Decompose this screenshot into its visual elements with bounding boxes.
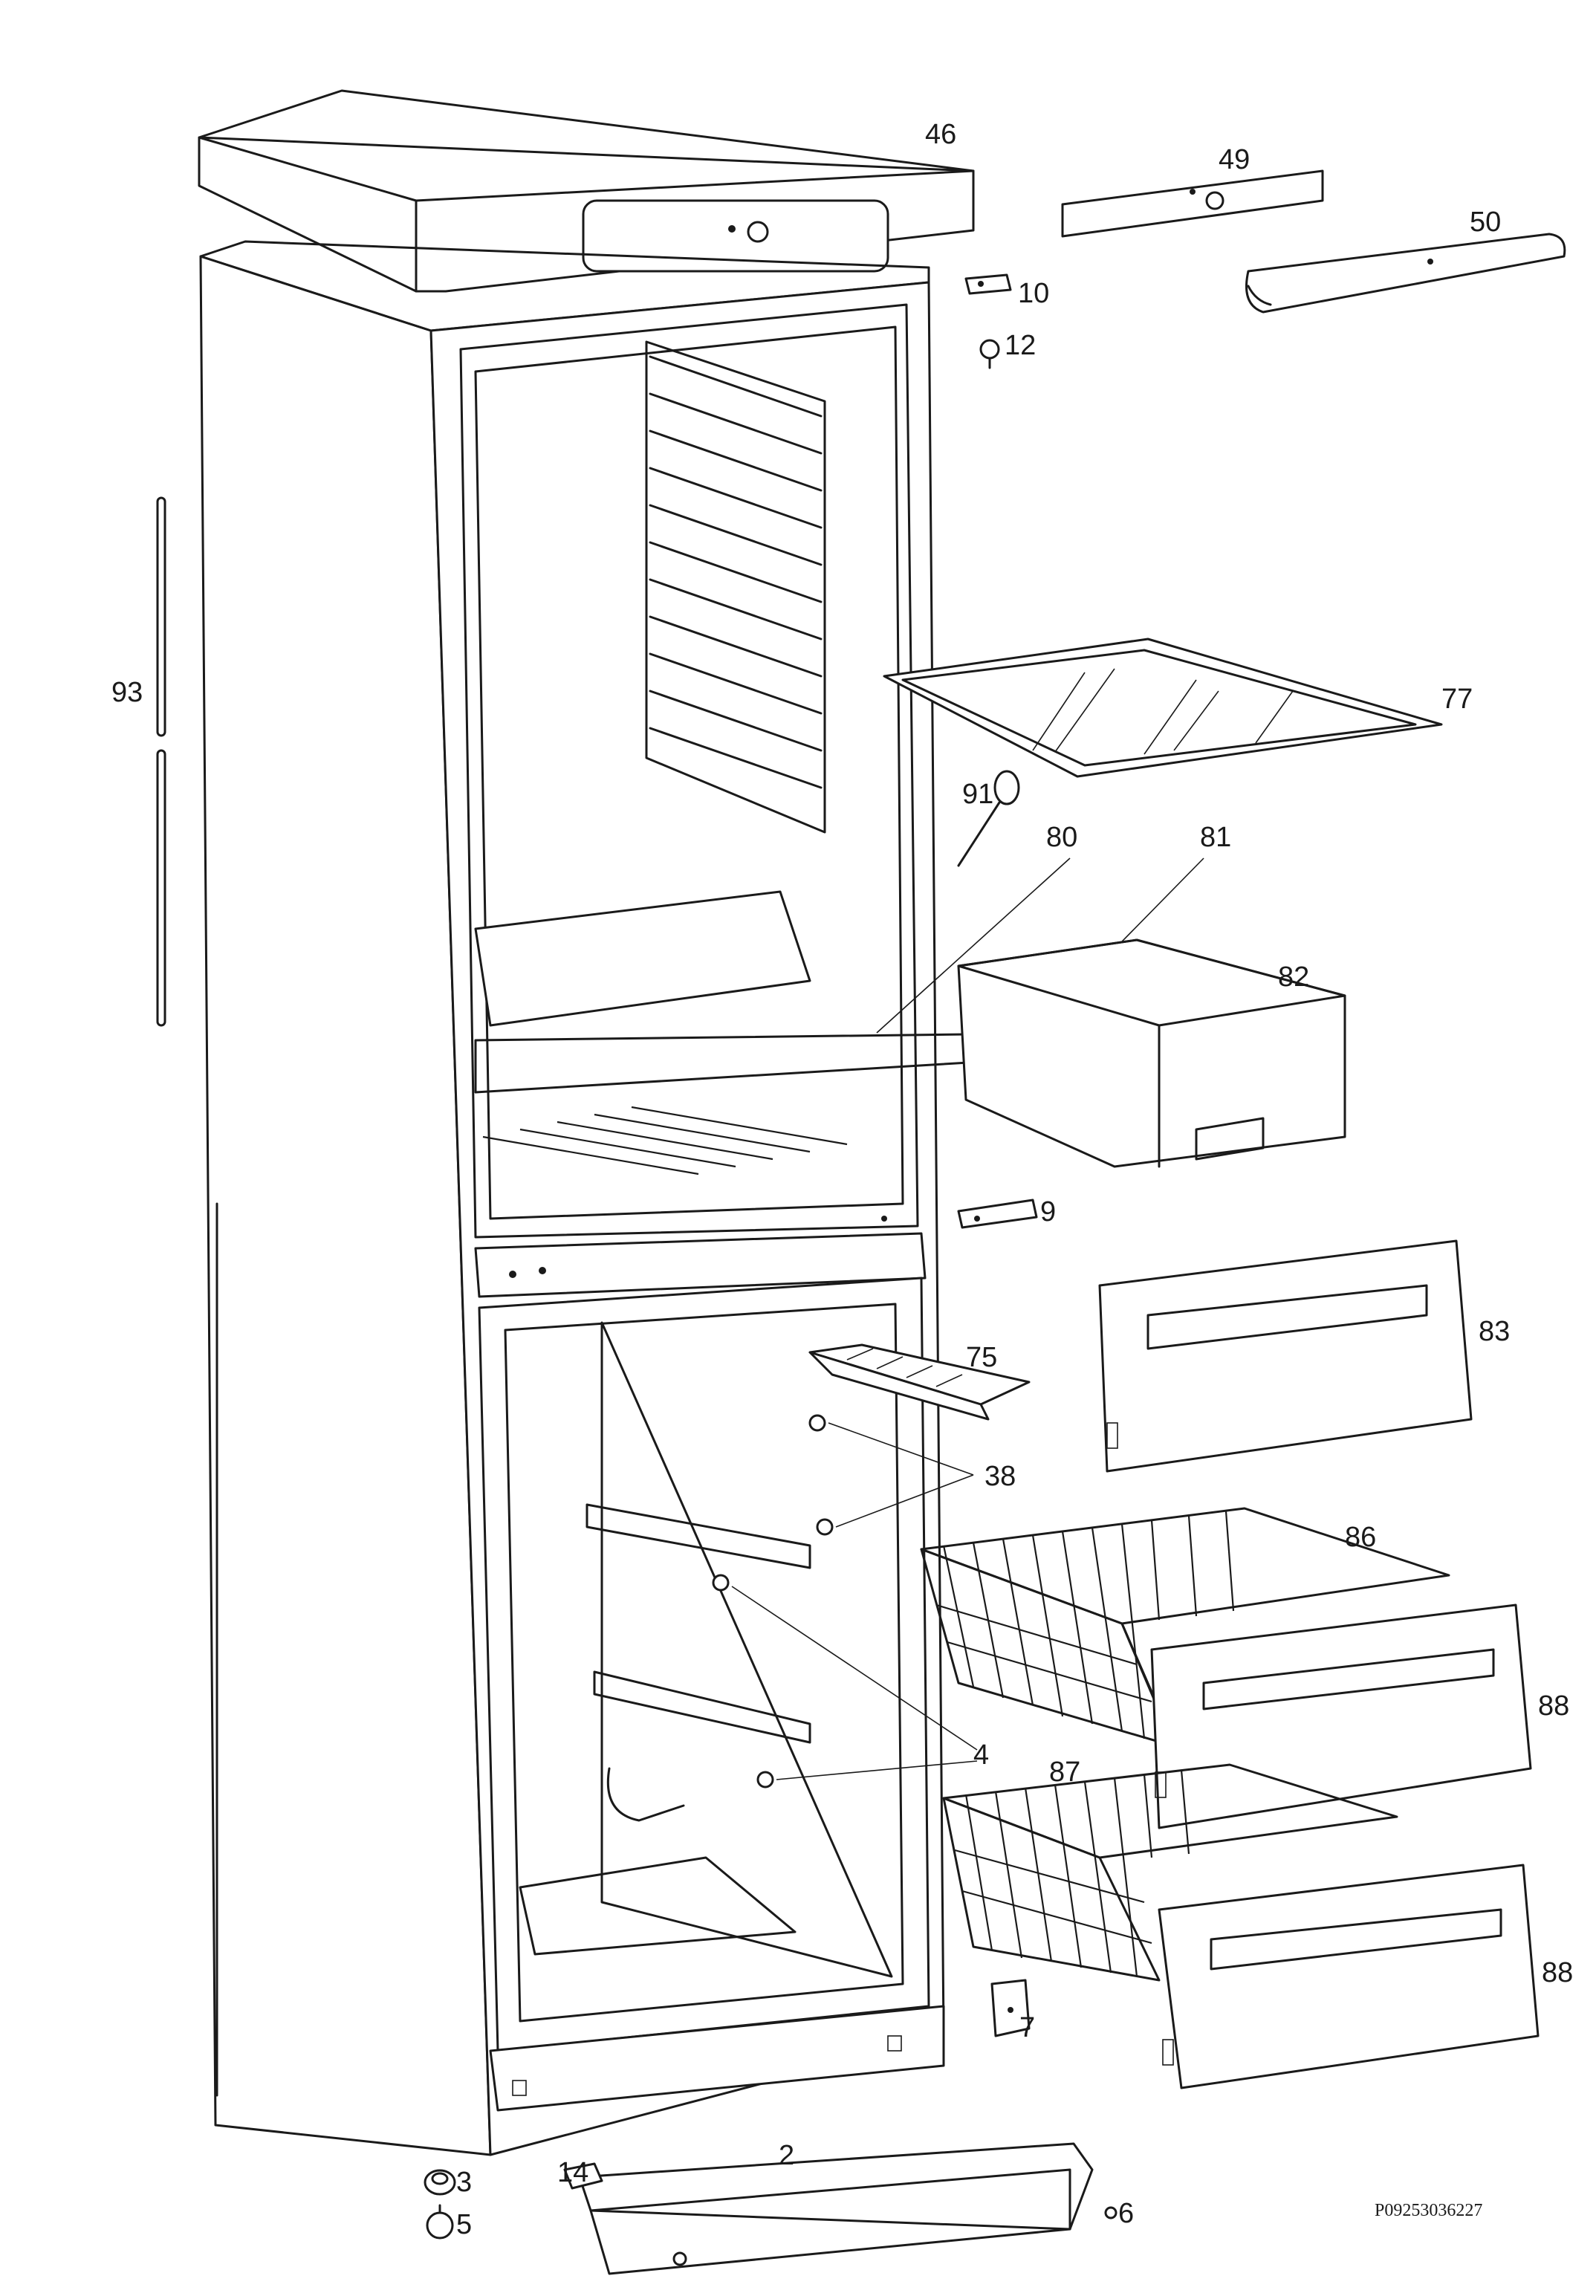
lower-freezer-basket-part bbox=[942, 1763, 1398, 1982]
part-label-87: 87 bbox=[1049, 1757, 1081, 1788]
lamp-cover-part bbox=[957, 770, 1020, 867]
part-label-38: 38 bbox=[984, 1461, 1016, 1492]
part-label-88-upper: 88 bbox=[1538, 1690, 1570, 1722]
freezer-flap-part bbox=[1098, 1239, 1473, 1473]
hinge-screw-part bbox=[979, 339, 1000, 369]
top-cover-part bbox=[198, 89, 975, 293]
part-label-83: 83 bbox=[1479, 1316, 1511, 1347]
lower-basket-front-part bbox=[1158, 1864, 1540, 2089]
part-label-3: 3 bbox=[456, 2167, 473, 2198]
bottom-bracket-part bbox=[990, 1979, 1031, 2037]
handle-part bbox=[1245, 233, 1566, 314]
door-gasket-strip-part bbox=[156, 496, 166, 1027]
part-label-9: 9 bbox=[1040, 1196, 1057, 1228]
part-label-81: 81 bbox=[1200, 822, 1232, 853]
part-label-12: 12 bbox=[1005, 330, 1037, 361]
shelf-support-pins-part bbox=[808, 1414, 974, 1536]
part-label-86: 86 bbox=[1345, 1522, 1377, 1553]
part-label-49: 49 bbox=[1219, 144, 1250, 175]
adjustable-foot-part bbox=[426, 2204, 454, 2240]
part-label-77: 77 bbox=[1441, 684, 1473, 715]
part-label-4: 4 bbox=[973, 1739, 990, 1771]
cabinet-body bbox=[199, 240, 1094, 2156]
drawing-code: P09253036227 bbox=[1375, 2201, 1483, 2220]
middle-hinge-part bbox=[957, 1199, 1038, 1229]
part-label-91: 91 bbox=[962, 779, 994, 810]
part-label-10: 10 bbox=[1018, 278, 1050, 309]
part-label-80: 80 bbox=[1046, 822, 1078, 853]
part-label-5: 5 bbox=[456, 2209, 473, 2240]
upper-basket-front-part bbox=[1150, 1603, 1532, 1829]
screw-part bbox=[1104, 2206, 1117, 2219]
glass-shelf-part bbox=[883, 638, 1443, 778]
part-label-6: 6 bbox=[1118, 2198, 1135, 2229]
foot-part bbox=[424, 2169, 456, 2196]
ice-tray-part bbox=[808, 1343, 1031, 1421]
part-label-88-lower: 88 bbox=[1542, 1957, 1574, 1988]
crisper-drawer-part bbox=[957, 938, 1346, 1168]
shelf-support-clips-part bbox=[712, 1574, 978, 1789]
part-label-2: 2 bbox=[779, 2140, 795, 2171]
part-label-46: 46 bbox=[925, 119, 957, 150]
upper-hinge-part bbox=[964, 273, 1012, 295]
part-label-75: 75 bbox=[966, 1342, 998, 1373]
part-label-14: 14 bbox=[557, 2157, 589, 2188]
kick-plate-part bbox=[563, 2142, 1094, 2275]
thermostat-cover-part bbox=[1061, 169, 1324, 238]
part-label-7: 7 bbox=[1019, 2012, 1036, 2043]
part-label-50: 50 bbox=[1470, 207, 1502, 238]
part-label-93: 93 bbox=[111, 677, 143, 708]
part-label-82: 82 bbox=[1278, 961, 1310, 993]
